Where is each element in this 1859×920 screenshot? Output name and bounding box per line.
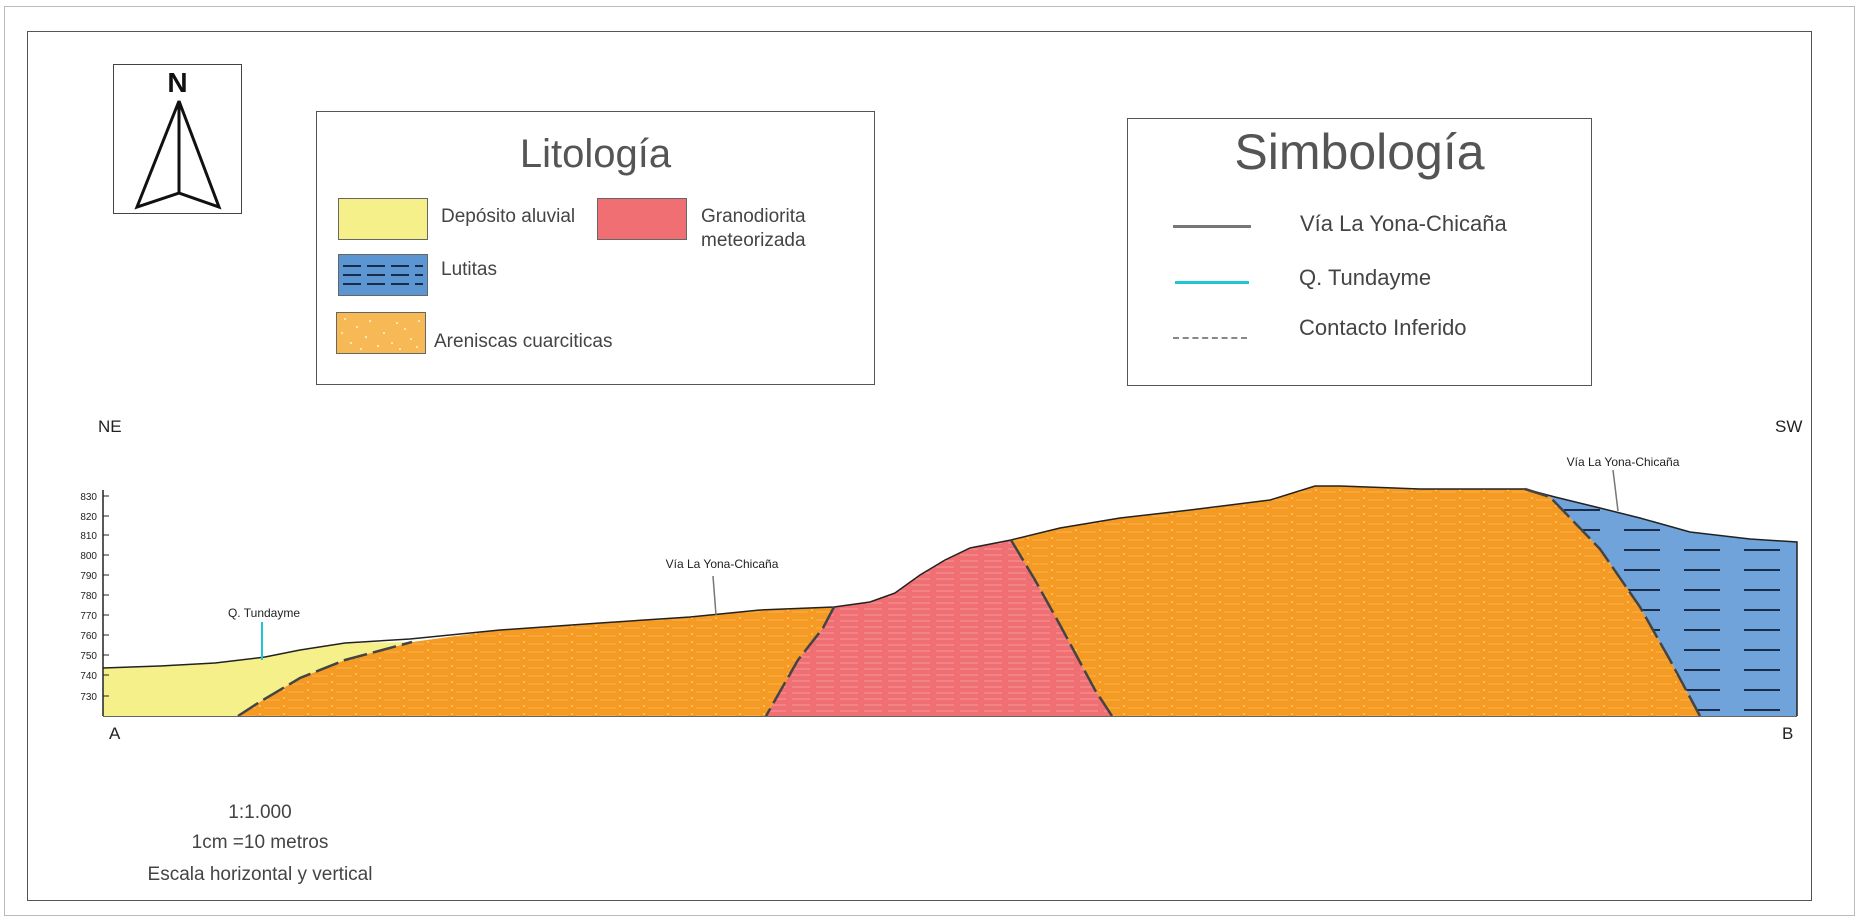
scale-ratio: 1:1.000 [228, 802, 292, 823]
north-arrow-box: N [113, 64, 242, 214]
road-annotation-right: Vía La Yona-Chicaña [1567, 455, 1680, 469]
unit-sandstone-east [1011, 486, 1700, 716]
road-label: Vía La Yona-Chicaña [1300, 211, 1507, 236]
road-marker-right [1612, 469, 1619, 512]
direction-ne: NE [98, 417, 122, 436]
point-a: A [109, 724, 121, 743]
contact-granodiorite-sandstone-east [1009, 539, 1114, 717]
swatch-shale [338, 254, 428, 296]
label-sandstone: Areniscas cuarciticas [434, 331, 613, 352]
unit-sandstone [238, 607, 834, 716]
contact-alluvial-sandstone [237, 640, 413, 718]
elevation-axis: 830 820 810 800 790 780 770 760 750 740 … [80, 490, 109, 716]
elev-740: 740 [80, 671, 97, 682]
elev-770: 770 [80, 611, 97, 622]
unit-alluvial [103, 642, 410, 716]
stream-label: Q. Tundayme [1299, 265, 1432, 290]
label-alluvial: Depósito aluvial [441, 206, 576, 227]
elev-810: 810 [80, 531, 97, 542]
sandstone-pattern [341, 318, 420, 350]
direction-sw: SW [1775, 417, 1803, 436]
elev-790: 790 [80, 571, 97, 582]
topography-line [102, 485, 1798, 716]
contact-sandstone-shale [1524, 487, 1702, 717]
elev-760: 760 [80, 631, 97, 642]
contact-label: Contacto Inferido [1299, 315, 1467, 340]
outer-border [4, 6, 1855, 916]
lithology-legend: Litología Depósito aluvial Granodiorita … [316, 111, 875, 385]
point-b: B [1782, 724, 1794, 743]
label-granodiorite: Granodiorita meteorizada [701, 206, 806, 251]
elev-800: 800 [80, 551, 97, 562]
label-shale: Lutitas [441, 259, 497, 280]
unit-shale [1525, 489, 1797, 716]
swatch-sandstone [336, 312, 426, 354]
contact-sandstone-granodiorite-west [764, 606, 836, 717]
lithology-title: Litología [519, 132, 672, 176]
road-marker-middle [712, 575, 717, 616]
road-annotation-middle: Vía La Yona-Chicaña [666, 557, 779, 571]
elev-820: 820 [80, 512, 97, 523]
elev-750: 750 [80, 651, 97, 662]
swatch-alluvial [338, 198, 428, 240]
north-letter: N [167, 67, 188, 98]
symbology-title: Simbología [1234, 124, 1485, 180]
elev-830: 830 [80, 492, 97, 503]
contact-symbol [1173, 337, 1247, 339]
stream-annotation: Q. Tundayme [228, 606, 300, 620]
scale-equivalence: 1cm =10 metros [191, 832, 329, 853]
shale-pattern [343, 265, 423, 285]
stream-symbol [1175, 281, 1249, 284]
symbology-legend: Simbología Vía La Yona-Chicaña Q. Tunday… [1127, 118, 1592, 386]
map-frame [27, 31, 1812, 901]
north-arrow-icon [134, 100, 222, 210]
unit-granodiorite [766, 540, 1112, 716]
elev-730: 730 [80, 692, 97, 703]
scale-note: Escala horizontal y vertical [147, 864, 373, 885]
elev-780: 780 [80, 591, 97, 602]
swatch-granodiorite [597, 198, 687, 240]
road-symbol [1173, 225, 1251, 228]
